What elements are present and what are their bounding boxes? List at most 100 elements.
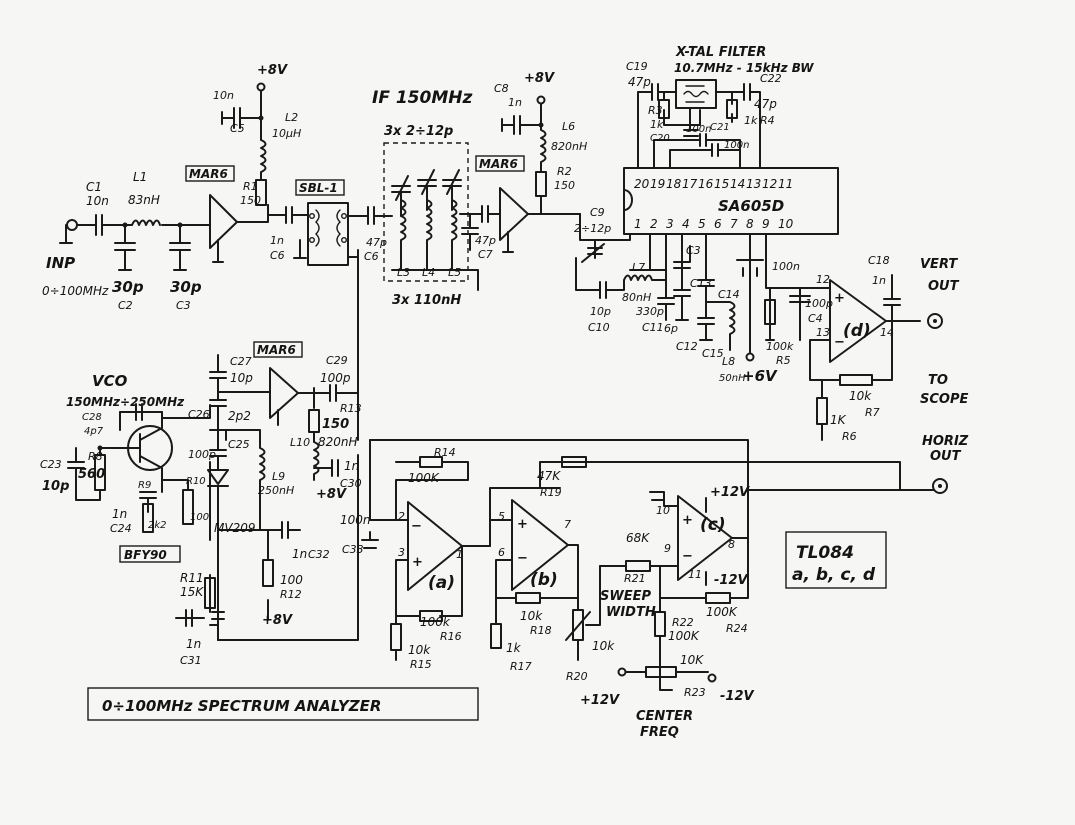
opamp-c-letter: (c) — [700, 515, 726, 535]
value-l6: 820nH — [551, 140, 587, 153]
value-l2: 10μH — [272, 127, 301, 140]
ic-pin-top-18: 18 — [666, 177, 682, 191]
tl084-box — [785, 531, 887, 589]
opamp-b-pin5: 5 — [498, 510, 505, 523]
vco-tank: C27 10p C26 2p2 C25 100p MV209 L9 250nH … — [188, 354, 359, 641]
vert-out-label-1: VERT — [920, 257, 958, 272]
label-c30: C30 — [340, 477, 362, 490]
ic-pin-bottom-6: 6 — [714, 217, 722, 231]
label-r5: R5 — [776, 354, 791, 367]
value-r2: 150 — [554, 179, 575, 192]
value-c28: 4p7 — [84, 426, 104, 437]
mar6-amp-1: MAR6 — [185, 165, 269, 263]
value-c30: 1n — [344, 459, 359, 473]
vco-range: 150MHz÷250MHz — [66, 395, 185, 409]
horiz-out-connector — [932, 478, 948, 494]
vco-section: VCO 150MHz÷250MHz C28 4p7 C23 10p R8 560… — [40, 372, 225, 667]
ic-pin-bottom-3: 3 — [666, 217, 674, 231]
opamp-b-symbol — [511, 499, 569, 591]
label-r4: R4 — [760, 114, 775, 127]
ic-pin-top-15: 15 — [714, 177, 729, 191]
value-r6: 1K — [830, 413, 847, 427]
vert-out-label-2: OUT — [928, 279, 960, 294]
label-c6b: C6 — [364, 250, 379, 263]
label-r14: R14 — [434, 446, 456, 459]
label-c32: C32 — [308, 548, 330, 561]
label-l4: L4 — [422, 266, 435, 279]
supply-label-m12v-c: -12V — [714, 573, 748, 588]
value-c29: 100p — [320, 371, 351, 385]
value-c5: 10n — [213, 89, 234, 102]
label-r21: R21 — [624, 572, 646, 585]
title-box — [87, 687, 479, 721]
input-connector — [66, 219, 78, 231]
ic-pin-top-19: 19 — [650, 177, 665, 191]
mar6-label-1: MAR6 — [189, 167, 228, 181]
label-l7: L7 — [632, 261, 645, 274]
ic-pin-top-14: 14 — [730, 177, 745, 191]
opamp-c-minus: − — [682, 549, 693, 564]
label-r9: R9 — [138, 480, 151, 491]
mar6-box-1 — [185, 165, 235, 182]
mar6-label-3: MAR6 — [257, 343, 296, 357]
opamp-a-minus: − — [411, 519, 422, 534]
label-c24: C24 — [110, 522, 132, 535]
value-c10: 10p — [590, 305, 611, 318]
value-r17: 1k — [506, 641, 522, 655]
ic-pin-top-13: 13 — [746, 177, 761, 191]
label-c21: C21 — [710, 122, 730, 133]
sweep-label-2: WIDTH — [606, 605, 656, 620]
label-c22: C22 — [760, 72, 782, 85]
label-c10: C10 — [588, 321, 610, 334]
label-r10: R10 — [186, 476, 206, 487]
bfy90-label: BFY90 — [124, 548, 167, 562]
opamp-b-minus: − — [517, 551, 528, 566]
inductor-l1 — [131, 219, 161, 226]
label-l5: L5 — [448, 266, 461, 279]
value-c27: 10p — [230, 371, 253, 385]
value-l7: 80nH — [622, 291, 651, 304]
xtal-title: X-TAL FILTER — [675, 45, 766, 60]
label-c6: C6 — [270, 249, 285, 262]
center-label-1: CENTER — [636, 709, 693, 724]
label-c14: C14 — [718, 288, 740, 301]
label-c11: C11 — [642, 321, 664, 334]
label-r24: R24 — [726, 622, 748, 635]
ic-pin-bottom-1: 1 — [634, 217, 642, 231]
label-c3: C3 — [176, 299, 191, 312]
label-r17: R17 — [510, 660, 532, 673]
ic-pin-bottom-10: 10 — [778, 217, 794, 231]
opamp-a-pin3: 3 — [398, 546, 405, 559]
tl084-units: a, b, c, d — [792, 565, 876, 585]
ic-pin-top-12: 12 — [762, 177, 777, 191]
label-r16: R16 — [440, 630, 462, 643]
sbl1-body — [307, 202, 349, 266]
xtal-filter-body — [675, 79, 717, 109]
notes: TL084 a, b, c, d 0÷100MHz SPECTRUM ANALY… — [87, 531, 887, 721]
value-r16: 100k — [420, 615, 451, 629]
label-c13a: C3 — [686, 244, 701, 257]
opamp-b-pin7: 7 — [564, 518, 571, 531]
label-r22: R22 — [672, 616, 694, 629]
supply-label-3: +8V — [316, 487, 347, 502]
label-r20: R20 — [566, 670, 588, 683]
input-section: C1 10n L1 83nH INP 0÷100MHz 30p C2 30p C… — [42, 170, 211, 312]
label-c7: C7 — [478, 248, 493, 261]
center-label-2: FREQ — [640, 725, 679, 740]
value-c21: 100n — [724, 140, 749, 151]
sa605d-label: SA605D — [718, 197, 784, 215]
opamp-c-symbol — [677, 495, 733, 581]
value-c12: 6p — [664, 322, 678, 335]
label-c4: C4 — [808, 312, 823, 325]
label-r2: R2 — [557, 165, 572, 178]
label-c33: C33 — [342, 543, 364, 556]
value-r7: 10k — [849, 389, 872, 403]
ic-pin-bottom-7: 7 — [730, 217, 738, 231]
opamp-d-pin12: 12 — [816, 273, 830, 286]
ic-pin-top-20: 20 — [634, 177, 650, 191]
label-r7: R7 — [865, 406, 880, 419]
opamp-a-letter: (a) — [428, 573, 455, 593]
